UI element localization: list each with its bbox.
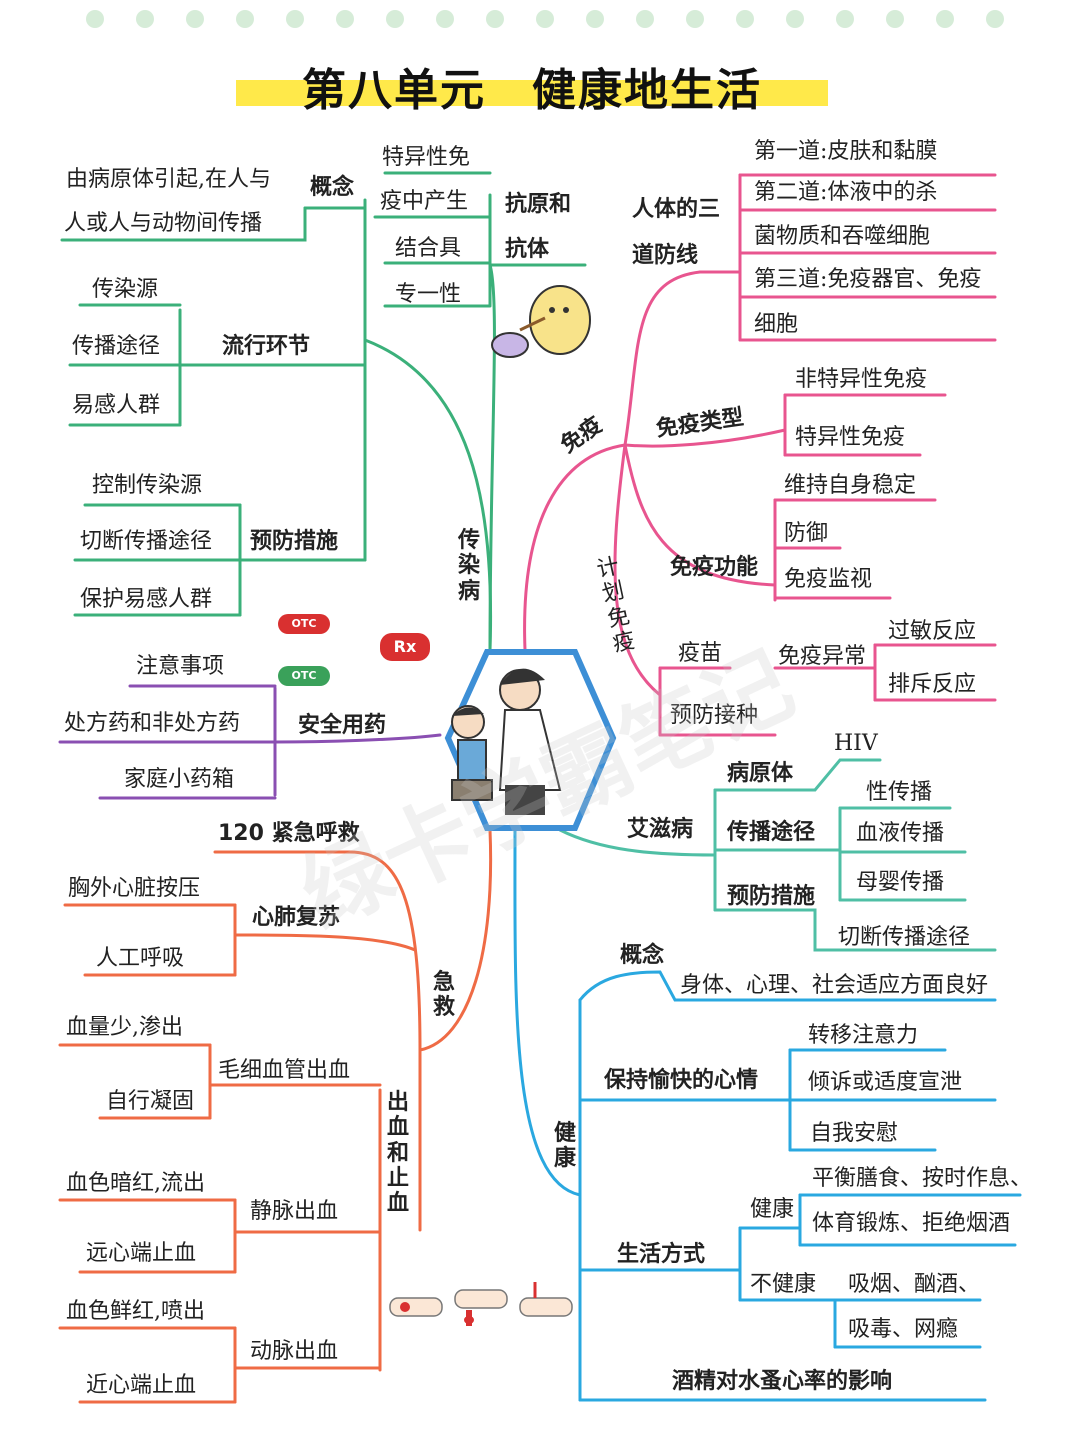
vaccination-item: 预防接种	[670, 703, 759, 728]
defense-item: 第一道:皮肤和黏膜	[754, 139, 938, 164]
aids-route-label: 传播途径	[727, 820, 816, 845]
mood-item: 转移注意力	[808, 1023, 919, 1048]
cpr-label: 心肺复苏	[252, 905, 341, 930]
chain-item: 传染源	[92, 277, 159, 302]
mood-label: 保持愉快的心情	[604, 1068, 759, 1093]
artery-item: 近心端止血	[86, 1373, 197, 1398]
healthy-item: 体育锻炼、拒绝烟酒	[812, 1211, 1011, 1236]
mood-item: 倾诉或适度宣泄	[808, 1070, 963, 1095]
hand-bleeding-illustrations	[389, 1282, 573, 1326]
defense-item: 细胞	[754, 312, 799, 337]
capillary-item: 自行凝固	[106, 1089, 195, 1114]
vein-item: 血色暗红,流出	[66, 1171, 205, 1196]
experiment-label: 酒精对水蚤心率的影响	[672, 1369, 893, 1394]
aids-pathogen-value: HIV	[834, 731, 878, 756]
unhealthy-item: 吸烟、酗酒、	[848, 1272, 981, 1297]
artery-bleeding-label: 动脉出血	[250, 1339, 339, 1364]
aids-pathogen-label: 病原体	[727, 761, 794, 786]
antibody-label: 抗体	[505, 237, 550, 262]
defense-item: 第三道:免疫器官、免疫	[754, 267, 982, 292]
immunity-type-item: 特异性免疫	[795, 425, 906, 450]
concept-text-line2: 人或人与动物间传播	[64, 211, 263, 236]
immunity-function-label: 免疫功能	[670, 555, 759, 580]
concept-label: 概念	[310, 175, 355, 200]
cpr-item: 胸外心脏按压	[68, 876, 201, 901]
concept-text-line1: 由病原体引起,在人与	[66, 167, 271, 192]
safe-drug-label: 安全用药	[298, 713, 387, 738]
aids-prevention-label: 预防措施	[727, 884, 816, 909]
antigen-label: 抗原和	[505, 192, 572, 217]
immunity-abnormal-item: 排斥反应	[888, 672, 977, 697]
vein-item: 远心端止血	[86, 1241, 197, 1266]
prevention-label: 预防措施	[250, 529, 339, 554]
capillary-bleeding-label: 毛细血管出血	[218, 1058, 351, 1083]
immunity-abnormal-label: 免疫异常	[778, 644, 867, 669]
lifestyle-label: 生活方式	[617, 1242, 706, 1267]
chain-item: 传播途径	[72, 334, 161, 359]
immunity-type-item: 非特异性免疫	[795, 367, 928, 392]
unhealthy-item: 吸毒、网瘾	[848, 1317, 959, 1342]
title-highlight	[236, 80, 828, 106]
aids-prevention-value: 切断传播途径	[838, 925, 971, 950]
healthy-item: 平衡膳食、按时作息、	[812, 1166, 1033, 1191]
antigen-note: 特异性免	[382, 145, 471, 170]
vaccine-item: 疫苗	[678, 641, 723, 666]
chain-item: 易感人群	[72, 393, 161, 418]
lifestyle-healthy-label: 健康	[750, 1197, 795, 1222]
defense-label-line1: 人体的三	[632, 197, 721, 222]
top-dots-decoration	[0, 8, 1080, 32]
lifestyle-unhealthy-label: 不健康	[750, 1272, 817, 1297]
defense-item: 第二道:体液中的杀	[754, 180, 938, 205]
aids-route-item: 血液传播	[856, 821, 945, 846]
health-concept-label: 概念	[620, 943, 665, 968]
health-label: 健康	[553, 1121, 576, 1172]
safe-drug-item: 家庭小药箱	[124, 767, 235, 792]
defense-item: 菌物质和吞噬细胞	[754, 224, 931, 249]
epidemic-chain-label: 流行环节	[222, 334, 311, 359]
immunity-function-item: 免疫监视	[784, 567, 873, 592]
aids-route-item: 性传播	[866, 780, 933, 805]
aids-label: 艾滋病	[627, 817, 694, 842]
prevention-item: 控制传染源	[92, 473, 203, 498]
otc-badge: OTC	[278, 666, 330, 686]
aids-route-item: 母婴传播	[856, 870, 945, 895]
rx-badge: Rx	[380, 633, 430, 661]
immunity-function-item: 维持自身稳定	[784, 473, 917, 498]
page-title: 第八单元 健康地生活	[302, 65, 762, 116]
vein-bleeding-label: 静脉出血	[250, 1199, 339, 1224]
prevention-item: 保护易感人群	[80, 587, 213, 612]
first-aid-label: 急救	[432, 970, 455, 1021]
prevention-item: 切断传播途径	[80, 529, 213, 554]
antigen-note: 专一性	[395, 282, 462, 307]
safe-drug-item: 注意事项	[136, 654, 225, 679]
otc-badge: OTC	[278, 614, 330, 634]
antigen-note: 疫中产生	[380, 189, 469, 214]
safe-drug-item: 处方药和非处方药	[64, 711, 241, 736]
emergency-call: 120 紧急呼救	[218, 821, 360, 846]
artery-item: 血色鲜红,喷出	[66, 1299, 205, 1324]
capillary-item: 血量少,渗出	[66, 1015, 183, 1040]
doctor-child-illustration	[451, 668, 562, 815]
immunity-function-item: 防御	[784, 521, 829, 546]
cpr-item: 人工呼吸	[96, 946, 185, 971]
bleeding-label: 出血和止血	[386, 1090, 409, 1217]
cartoon-germ-illustration	[491, 285, 591, 358]
immunity-abnormal-item: 过敏反应	[888, 619, 977, 644]
health-concept-value: 身体、心理、社会适应方面良好	[680, 973, 989, 998]
mood-item: 自我安慰	[810, 1121, 899, 1146]
defense-label-line2: 道防线	[632, 243, 699, 268]
infectious-disease-label: 传染病	[457, 528, 480, 604]
antigen-note: 结合具	[395, 236, 462, 261]
